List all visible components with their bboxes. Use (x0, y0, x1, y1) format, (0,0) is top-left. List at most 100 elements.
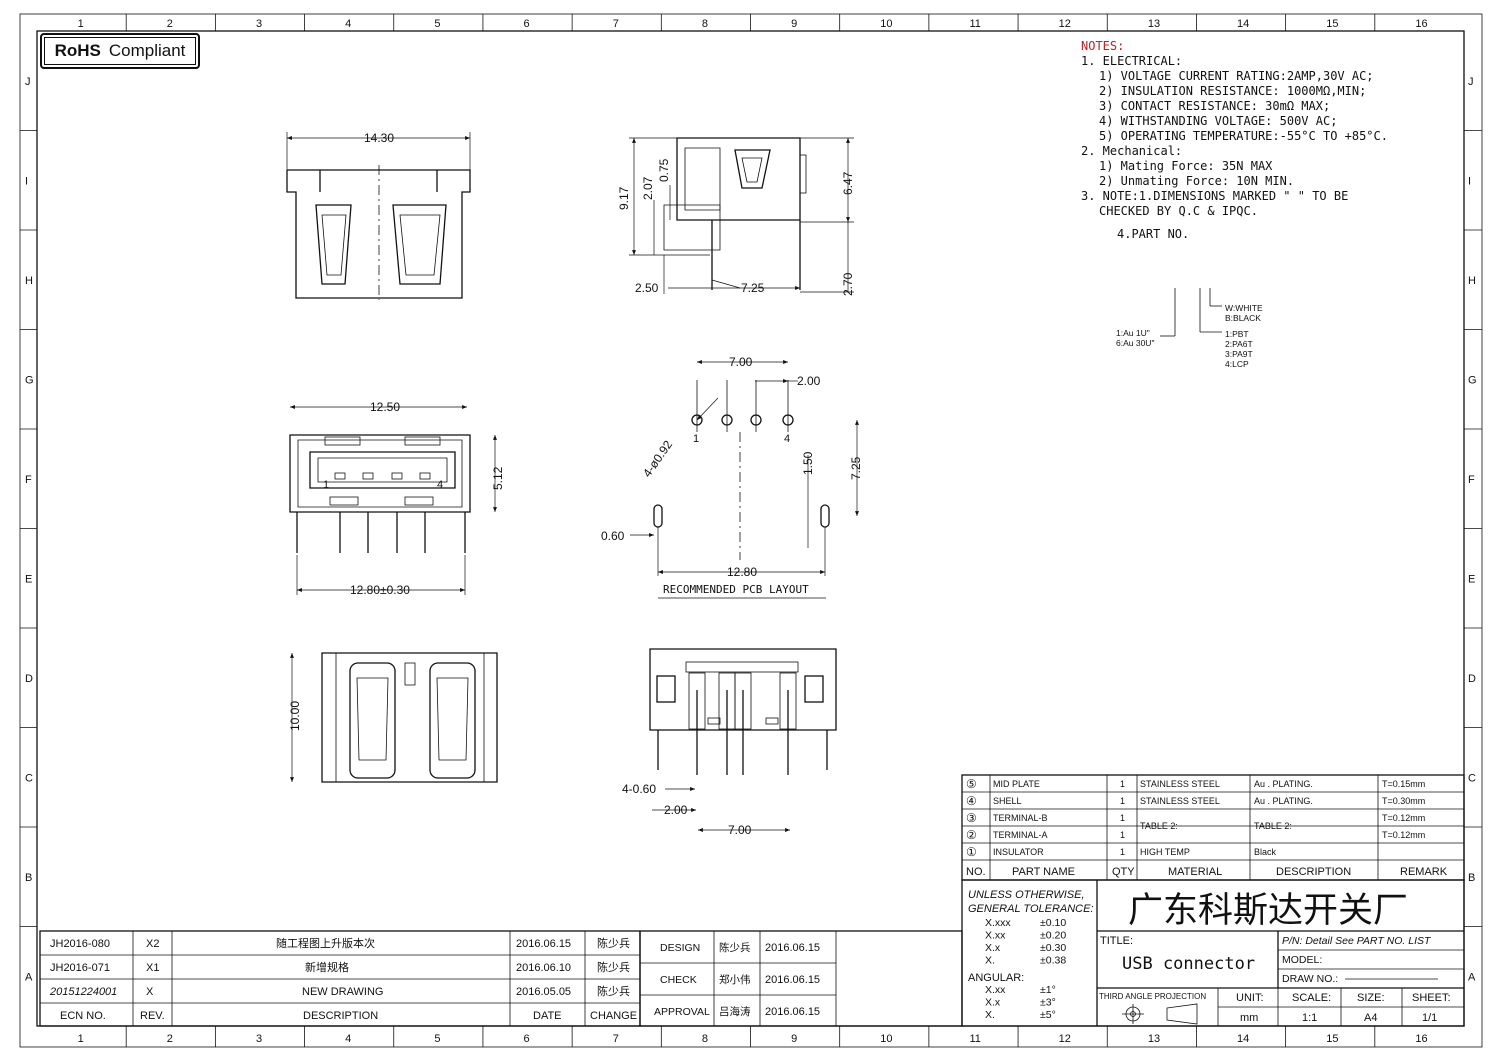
row-label-right: F (1468, 474, 1475, 486)
pin-latch (765, 717, 779, 725)
rev-desc: 随工程图上升版本次 (276, 936, 375, 950)
rear-view: 12.50 1 4 5.12 12.80±0.30 (289, 400, 505, 597)
part-mat-2: 2:PA6T (1225, 339, 1253, 349)
approval-role: APPROVAL (654, 1006, 710, 1018)
drawing-title: USB connector (1122, 954, 1255, 974)
pcb-hole-dim: 4-ø0.92 (640, 438, 675, 480)
row-label-right: I (1468, 175, 1471, 187)
sheet-label: SHEET: (1412, 992, 1451, 1004)
bom-h-no: NO. (966, 866, 986, 878)
dim-0-75: 0.75 (657, 158, 671, 182)
rev-date: 2016.06.10 (516, 962, 571, 974)
col-label-bottom: 4 (345, 1033, 351, 1045)
rev-h-ecn: ECN NO. (60, 1010, 106, 1022)
rev-ecn: 20151224001 (49, 986, 117, 998)
rev-by: 陈少兵 (597, 960, 630, 974)
note-line: 1) VOLTAGE CURRENT RATING:2AMP,30V AC; (1099, 69, 1374, 83)
bom-qty: 1 (1120, 830, 1125, 840)
notes-title: NOTES: (1081, 39, 1124, 53)
rear-contact (362, 472, 374, 480)
bom-qty: 1 (1120, 796, 1125, 806)
tol-key: X.xxx (985, 917, 1011, 929)
angular-head: ANGULAR: (968, 972, 1024, 984)
col-label-bottom: 7 (613, 1033, 619, 1045)
col-label-top: 7 (613, 18, 619, 30)
bom-desc: Au . PLATING. (1254, 779, 1313, 789)
note-line: CHECKED BY Q.C & IPQC. (1099, 204, 1258, 218)
bom-name: SHELL (993, 796, 1022, 806)
pcb-pin-1: 1 (693, 433, 699, 445)
col-label-top: 2 (167, 18, 173, 30)
col-label-bottom: 3 (256, 1033, 262, 1045)
col-label-top: 10 (880, 18, 892, 30)
row-label-left: F (25, 474, 32, 486)
bom-name: TERMINAL-A (993, 830, 1048, 840)
row-label-left: C (25, 772, 33, 784)
dim-14-30: 14.30 (364, 131, 394, 145)
col-label-top: 14 (1237, 18, 1249, 30)
bom-no: ① (966, 845, 977, 859)
part-mat-4: 4:LCP (1225, 359, 1249, 369)
col-label-top: 11 (969, 18, 980, 30)
tol-value: ±0.38 (1040, 955, 1066, 967)
tol-value: ±0.30 (1040, 942, 1066, 954)
col-label-top: 5 (434, 18, 440, 30)
bom-h-remark: REMARK (1400, 866, 1448, 878)
angular-value: ±5° (1040, 1009, 1056, 1021)
dim-7-25: 7.25 (741, 281, 765, 295)
rear-contact (419, 472, 431, 480)
part-plating-1: 1:Au 1U" (1116, 328, 1150, 338)
projection-label: THIRD ANGLE PROJECTION (1099, 992, 1206, 1001)
approval-name: 郑小伟 (719, 973, 751, 986)
bom-table: NO. PART NAME QTY MATERIAL DESCRIPTION R… (961, 774, 1465, 881)
dim-5-12: 5.12 (491, 466, 505, 490)
model-field: MODEL: (1282, 954, 1322, 966)
bom-material: TABLE 2: (1140, 821, 1178, 831)
rev-ecn: JH2016-080 (50, 938, 110, 950)
approval-name: 吕海涛 (719, 1005, 751, 1018)
bom-h-mat: MATERIAL (1168, 866, 1222, 878)
col-label-bottom: 8 (702, 1033, 708, 1045)
row-label-left: J (25, 76, 31, 88)
rohs-badge: RoHS Compliant (40, 33, 200, 69)
bom-h-desc: DESCRIPTION (1276, 866, 1351, 878)
size-label: SIZE: (1357, 992, 1385, 1004)
rev-h-rev: REV. (140, 1010, 165, 1022)
dim-2-07: 2.07 (641, 176, 655, 200)
unit-value: mm (1240, 1012, 1258, 1024)
title-block: UNLESS OTHERWISE, GENERAL TOLERANCE: X.x… (961, 879, 1465, 1027)
notes-block: NOTES: 1. ELECTRICAL:1) VOLTAGE CURRENT … (1081, 39, 1388, 369)
rear-pin-1: 1 (323, 479, 329, 491)
bom-no: ⑤ (966, 777, 977, 791)
bom-no: ② (966, 828, 977, 842)
rev-h-desc: DESCRIPTION (303, 1010, 378, 1022)
rev-date: 2016.06.15 (516, 938, 571, 950)
col-label-top: 16 (1415, 18, 1427, 30)
row-label-left: E (25, 573, 32, 585)
note-line: 1) Mating Force: 35N MAX (1099, 159, 1273, 173)
approval-date: 2016.06.15 (765, 974, 820, 986)
pcb-dim-1-50: 1.50 (801, 451, 815, 475)
bom-desc: TABLE 2: (1254, 821, 1292, 831)
tol-key: X. (985, 955, 995, 967)
bom-h-qty: QTY (1112, 866, 1135, 878)
angular-value: ±1° (1040, 984, 1056, 996)
pin-dim-7-00: 7.00 (728, 823, 752, 837)
col-label-top: 1 (78, 18, 84, 30)
pcb-pin-4: 4 (784, 433, 790, 445)
rev-desc: NEW DRAWING (302, 986, 383, 998)
col-label-bottom: 9 (791, 1033, 797, 1045)
col-label-top: 3 (256, 18, 262, 30)
bom-desc: Black (1254, 847, 1277, 857)
note-line: 3. NOTE:1.DIMENSIONS MARKED " " TO BE (1081, 189, 1348, 203)
bom-remark: T=0.12mm (1382, 813, 1425, 823)
row-label-right: D (1468, 673, 1476, 685)
row-label-right: A (1468, 971, 1476, 983)
pcb-dim-7-00: 7.00 (729, 355, 753, 369)
col-label-bottom: 5 (434, 1033, 440, 1045)
note-line: 4) WITHSTANDING VOLTAGE: 500V AC; (1099, 114, 1337, 128)
row-label-left: A (25, 971, 33, 983)
